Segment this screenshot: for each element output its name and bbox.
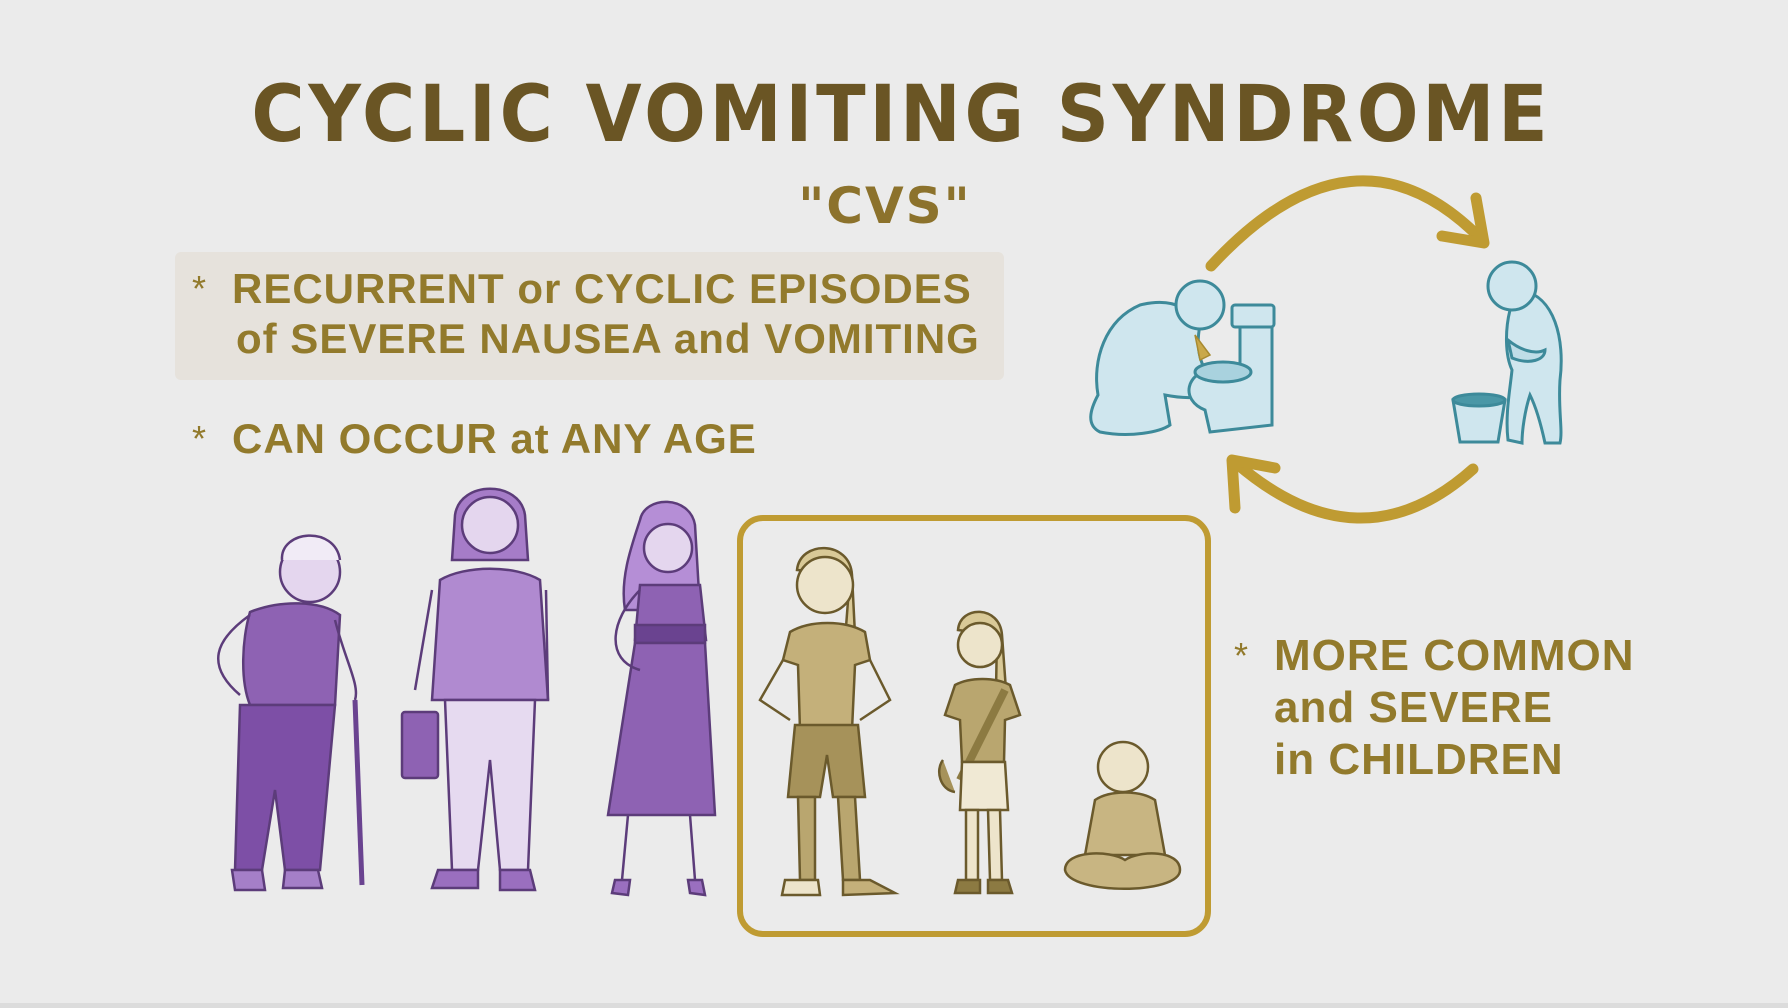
highlight-box xyxy=(175,252,1004,380)
bullet-line: in CHILDREN xyxy=(1274,735,1564,784)
asterisk-bullet-icon: * xyxy=(1234,635,1250,676)
asterisk-bullet-icon: * xyxy=(192,268,208,309)
vomiting-person-icon xyxy=(1089,279,1276,436)
baby-sitting-icon xyxy=(1063,740,1182,890)
cycle-arrow-bottom-icon xyxy=(1226,454,1479,524)
bullet-line: of SEVERE NAUSEA and VOMITING xyxy=(236,315,980,362)
bullet-line: CAN OCCUR at ANY AGE xyxy=(232,415,757,462)
asterisk-bullet-icon: * xyxy=(192,418,208,459)
nauseous-person-icon xyxy=(1486,260,1563,445)
cycle-arrow-top-icon xyxy=(1205,175,1490,272)
bullet-recurrent-episodes: * RECURRENT or CYCLIC EPISODES of SEVERE … xyxy=(192,264,980,364)
teen-girl-icon xyxy=(758,546,900,897)
bottom-border xyxy=(0,1003,1788,1008)
young-woman-in-dress-icon xyxy=(606,500,717,897)
bullet-line: RECURRENT or CYCLIC EPISODES xyxy=(232,265,972,312)
bullet-line: and SEVERE xyxy=(1274,683,1553,732)
middle-aged-woman-with-briefcase-icon xyxy=(400,487,550,892)
children-highlight-frame xyxy=(737,515,1211,937)
elderly-woman-with-cane-icon xyxy=(217,534,365,892)
abbreviation-subtitle: "CVS" xyxy=(798,177,972,235)
bullet-line: MORE COMMON xyxy=(1274,631,1635,680)
bucket-icon xyxy=(1451,392,1507,444)
bullet-any-age: * CAN OCCUR at ANY AGE xyxy=(192,414,757,464)
slide-title: CYCLIC VOMITING SYNDROME xyxy=(251,70,1552,160)
bullet-children: * MORE COMMON and SEVERE in CHILDREN xyxy=(1234,630,1635,786)
young-girl-with-bag-icon xyxy=(938,610,1022,895)
